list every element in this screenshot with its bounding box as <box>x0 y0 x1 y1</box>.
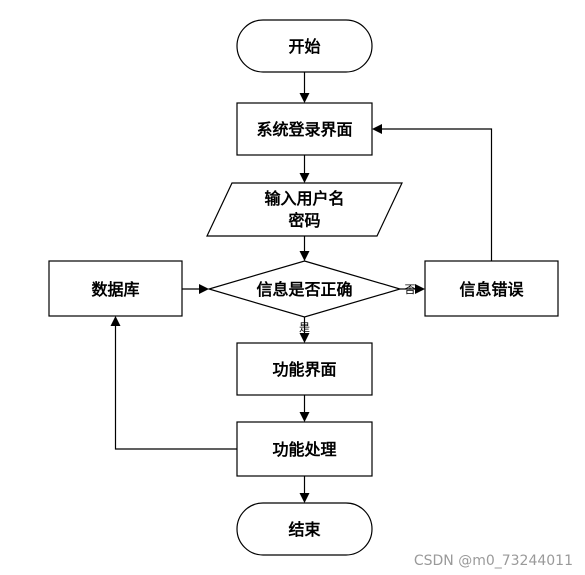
edge-no-label: 否 <box>405 283 416 296</box>
edge-start-login <box>299 72 310 103</box>
edge-check-function-ui: 是 <box>299 317 310 343</box>
check-node: 信息是否正确 <box>206 260 403 318</box>
edge-login-input <box>299 155 310 183</box>
start-node: 开始 <box>236 19 373 73</box>
database-label: 数据库 <box>91 280 139 299</box>
function-ui-label: 功能界面 <box>272 360 336 379</box>
end-label: 结束 <box>287 520 321 539</box>
edge-function-ui-process <box>299 395 310 422</box>
edge-process-database <box>110 316 237 450</box>
edge-yes-label: 是 <box>299 321 310 334</box>
edge-error-login <box>372 124 493 261</box>
edge-process-end <box>299 476 310 503</box>
function-ui-node: 功能界面 <box>236 342 373 396</box>
input-node: 输入用户名 密码 <box>206 182 403 237</box>
function-process-node: 功能处理 <box>236 421 373 477</box>
edge-check-error: 否 <box>400 283 425 296</box>
function-process-label: 功能处理 <box>272 440 336 459</box>
input-label-line1: 输入用户名 <box>264 189 344 208</box>
end-node: 结束 <box>236 502 373 556</box>
database-node: 数据库 <box>48 260 183 317</box>
edge-input-check <box>299 236 310 261</box>
start-label: 开始 <box>288 37 320 56</box>
edge-database-check <box>182 284 209 294</box>
login-label: 系统登录界面 <box>256 120 352 139</box>
input-label-line2: 密码 <box>287 211 320 230</box>
check-label: 信息是否正确 <box>256 280 352 299</box>
login-node: 系统登录界面 <box>236 102 373 156</box>
watermark: CSDN @m0_73244011 <box>413 553 573 569</box>
error-node: 信息错误 <box>424 260 559 317</box>
error-label: 信息错误 <box>459 280 524 299</box>
